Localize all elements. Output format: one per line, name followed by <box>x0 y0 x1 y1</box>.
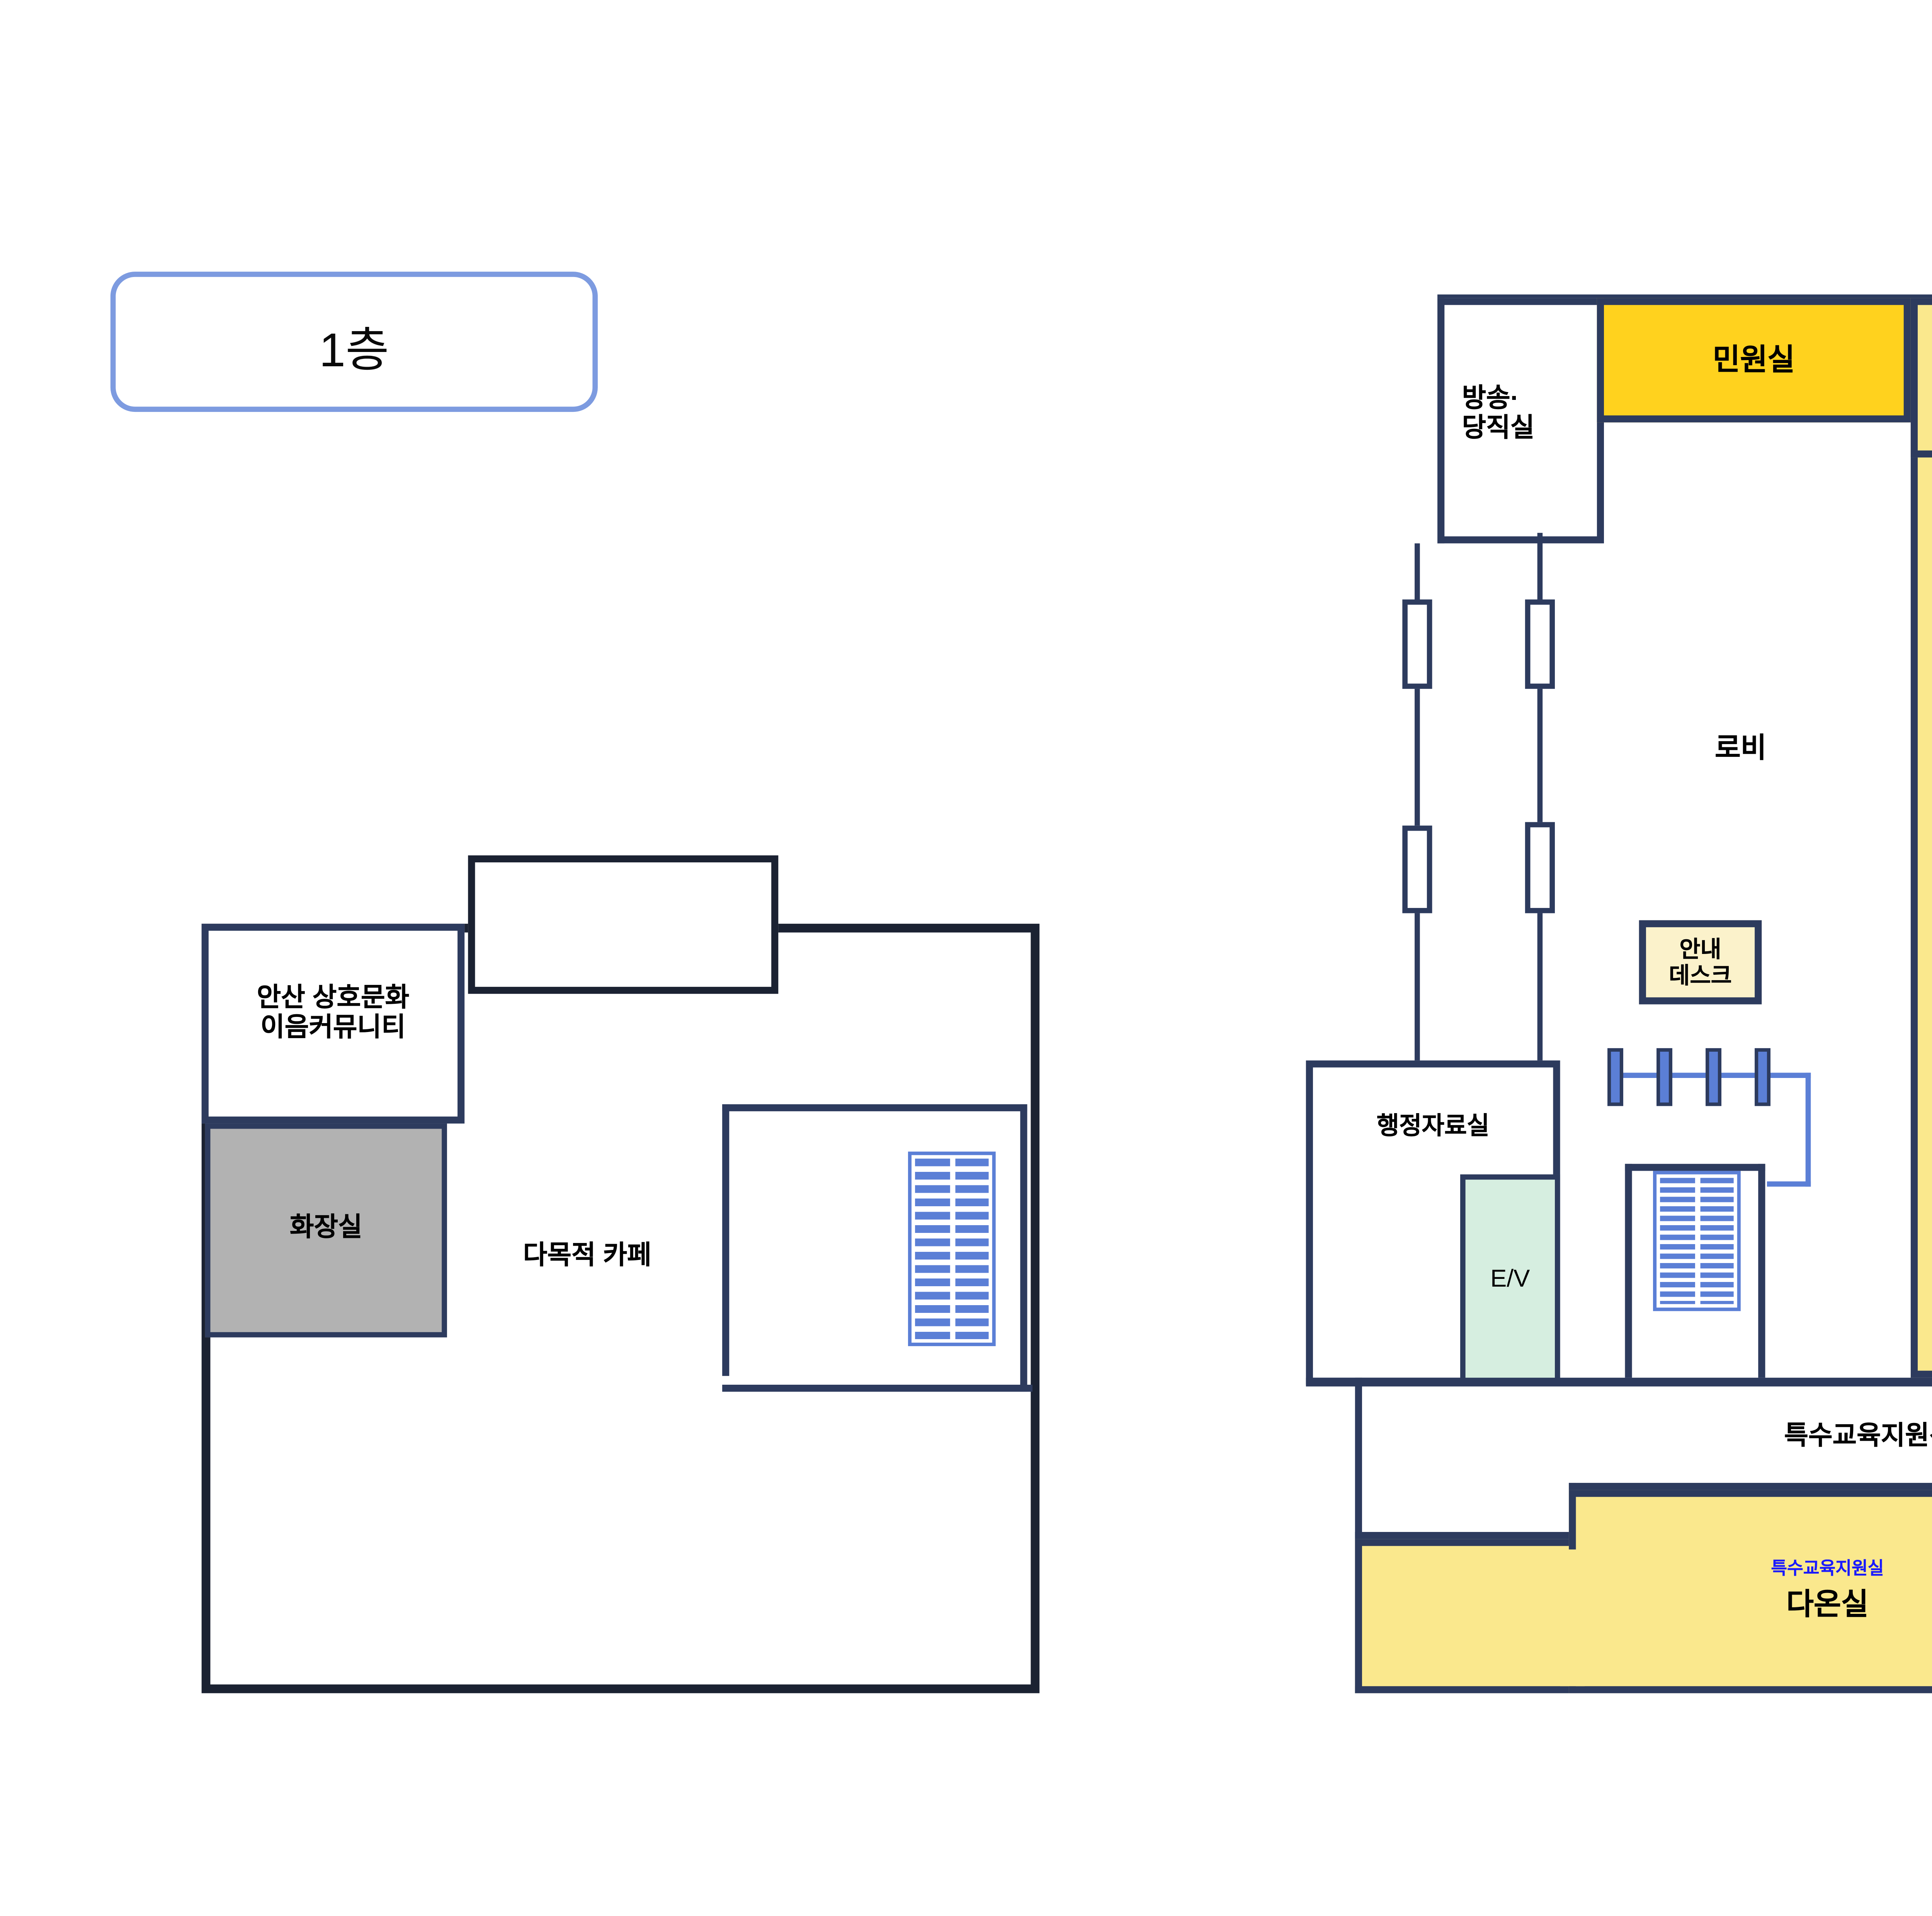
lobby-label: 로비 <box>1715 734 1767 764</box>
gate-post-icon <box>1706 1048 1721 1106</box>
room-meeting-101-code: 회의실101 <box>1918 350 1932 375</box>
door-icon <box>1402 825 1432 913</box>
wall <box>1625 1164 1632 1378</box>
stairs-treads <box>954 1158 989 1339</box>
room-daon-code: 특수교육지원실 <box>1771 1560 1884 1579</box>
room-civil-affairs-label: 민원실 <box>1713 343 1795 377</box>
room-restroom-left: 화장실 <box>205 1123 447 1338</box>
elevator-label: E/V <box>1490 1263 1530 1292</box>
room-meeting-101-name: 상록실 <box>1918 375 1932 410</box>
wall <box>722 1104 1027 1112</box>
stairs-treads <box>1660 1178 1694 1304</box>
gate-rail-line <box>1767 1181 1811 1187</box>
stairs-treads <box>915 1158 949 1339</box>
stairs-icon <box>908 1151 996 1346</box>
room-community: 안산 상호문화 이음커뮤니티 <box>201 923 465 1124</box>
floor-title-box: 1층 <box>110 272 598 412</box>
room-community-label-2: 이음커뮤니티 <box>260 1013 406 1044</box>
wall <box>1355 1532 1576 1539</box>
room-daon-name: 다온실 <box>1786 1588 1869 1622</box>
door-icon <box>1525 599 1555 689</box>
room-daon: 특수교육지원실 다온실 <box>1569 1490 1932 1693</box>
gate-post-icon <box>1755 1048 1770 1106</box>
room-daon-merge <box>1560 1549 1585 1686</box>
room-broadcast-label-1: 방송· <box>1462 384 1519 414</box>
left-top-annex <box>468 855 779 994</box>
room-field-support: 현장지원실 <box>1910 298 1932 1378</box>
gate-rail-line <box>1805 1073 1811 1187</box>
room-meeting-101: 회의실101 상록실 <box>1910 298 1932 458</box>
room-restroom-left-label: 화장실 <box>289 1213 362 1243</box>
gate-post-icon <box>1607 1048 1623 1106</box>
door-icon <box>1402 599 1432 689</box>
door-icon <box>1525 822 1555 913</box>
room-field-support-label: 현장지원실 <box>1918 757 1932 789</box>
gate-post-icon <box>1656 1048 1672 1106</box>
info-desk: 안내 데스크 <box>1639 920 1762 1005</box>
wall <box>722 1104 730 1376</box>
wall <box>722 1384 1033 1392</box>
wall <box>1758 1164 1765 1378</box>
room-daon <box>1355 1539 1576 1693</box>
stairs-icon <box>1653 1171 1741 1311</box>
info-desk-label-1: 안내 <box>1679 936 1721 962</box>
stairs-treads <box>1699 1178 1734 1304</box>
elevator: E/V <box>1460 1174 1560 1385</box>
wall <box>1569 1482 1932 1490</box>
room-broadcast-duty: 방송· 당직실 <box>1437 298 1604 544</box>
room-admin-archive-label: 행정자료실 <box>1376 1111 1490 1139</box>
corridor-special-ed-label: 특수교육지원센터 <box>1784 1421 1932 1452</box>
wall <box>1625 1164 1765 1171</box>
room-civil-affairs: 민원실 <box>1597 298 1911 423</box>
floor-title: 1층 <box>319 324 389 377</box>
wall <box>1020 1104 1027 1392</box>
info-desk-label-2: 데스크 <box>1669 962 1732 989</box>
room-broadcast-label-2: 당직실 <box>1462 414 1535 444</box>
room-cafe-label: 다목적 카페 <box>523 1241 651 1271</box>
wall <box>1306 1377 1932 1387</box>
room-community-label-1: 안산 상호문화 <box>257 983 410 1013</box>
wall <box>1437 298 1445 544</box>
